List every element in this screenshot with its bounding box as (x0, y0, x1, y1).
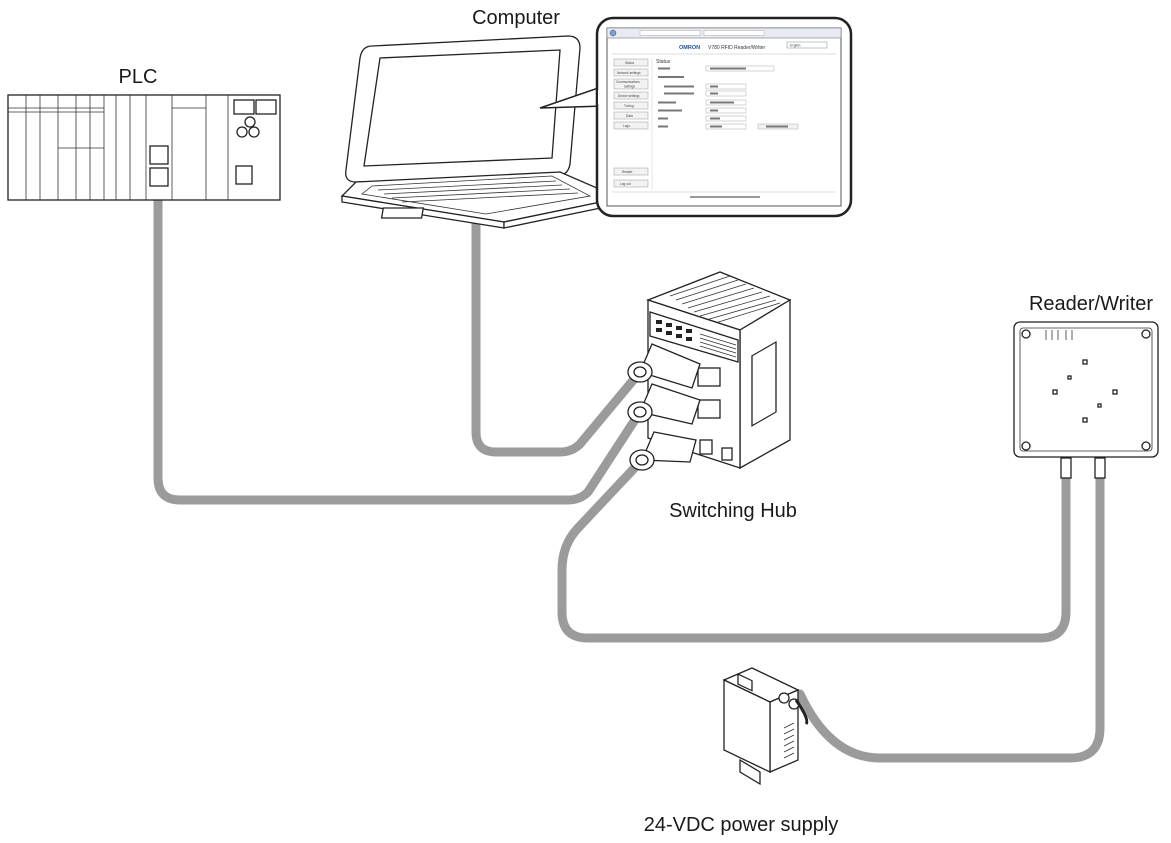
reader-writer-device (1013, 321, 1159, 479)
hub-connector-1 (627, 343, 701, 389)
cables (153, 191, 1105, 763)
sidebar-communications-button[interactable]: Communications (616, 80, 640, 84)
software-status-panel: Status (656, 59, 799, 130)
computer-screen-callout: OMRON V780 RFID Reader/Writer English St… (539, 16, 853, 218)
cable-plc-hub (153, 191, 645, 505)
sidebar-network-button[interactable]: Network settings (617, 71, 641, 75)
software-brand-text: OMRON (679, 45, 700, 51)
cable-hub-reader (557, 455, 1071, 643)
cable-computer-hub (471, 217, 645, 457)
hub-connector-3 (629, 431, 697, 471)
software-window: OMRON V780 RFID Reader/Writer English St… (606, 27, 842, 207)
sidebar-device-button[interactable]: Device settings (618, 94, 640, 98)
label-computer: Computer (472, 7, 560, 29)
computer-device (340, 35, 623, 229)
language-select[interactable]: English (790, 44, 801, 48)
status-heading: Status (656, 59, 671, 65)
sidebar-status-button[interactable]: Status (625, 61, 634, 65)
sidebar-logs-button[interactable]: Logs (623, 124, 630, 128)
plc-device (7, 94, 281, 201)
sidebar-tuning-button[interactable]: Tuning (624, 104, 634, 108)
power-supply-device (722, 667, 809, 786)
device-labels: Computer PLC Reader/Writer Switching Hub… (119, 7, 1154, 836)
sidebar-data-button[interactable]: Data (626, 114, 633, 118)
label-switching-hub: Switching Hub (669, 500, 797, 522)
software-title-text: V780 RFID Reader/Writer (708, 45, 765, 51)
software-sidebar: Status Network settings Communications s… (613, 58, 649, 188)
switching-hub-device (627, 271, 792, 471)
label-reader-writer: Reader/Writer (1029, 293, 1153, 315)
sidebar-restart-button[interactable]: Restart (622, 170, 632, 174)
sidebar-logout-button[interactable]: Log out (620, 182, 631, 186)
hub-connector-2 (627, 383, 701, 425)
label-plc: PLC (119, 66, 158, 88)
label-power-supply: 24-VDC power supply (644, 814, 839, 836)
cable-power-reader (795, 471, 1105, 763)
sidebar-communications-button-line2: settings (624, 85, 635, 89)
